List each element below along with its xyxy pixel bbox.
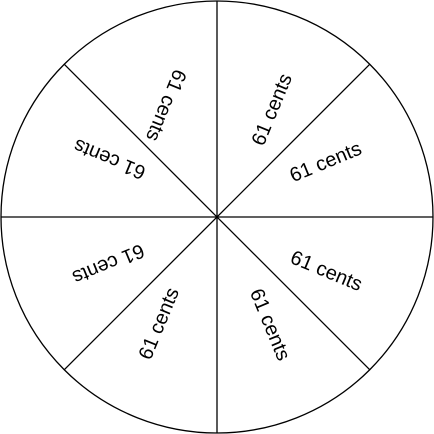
- divider-diagonal-up: [63, 63, 371, 371]
